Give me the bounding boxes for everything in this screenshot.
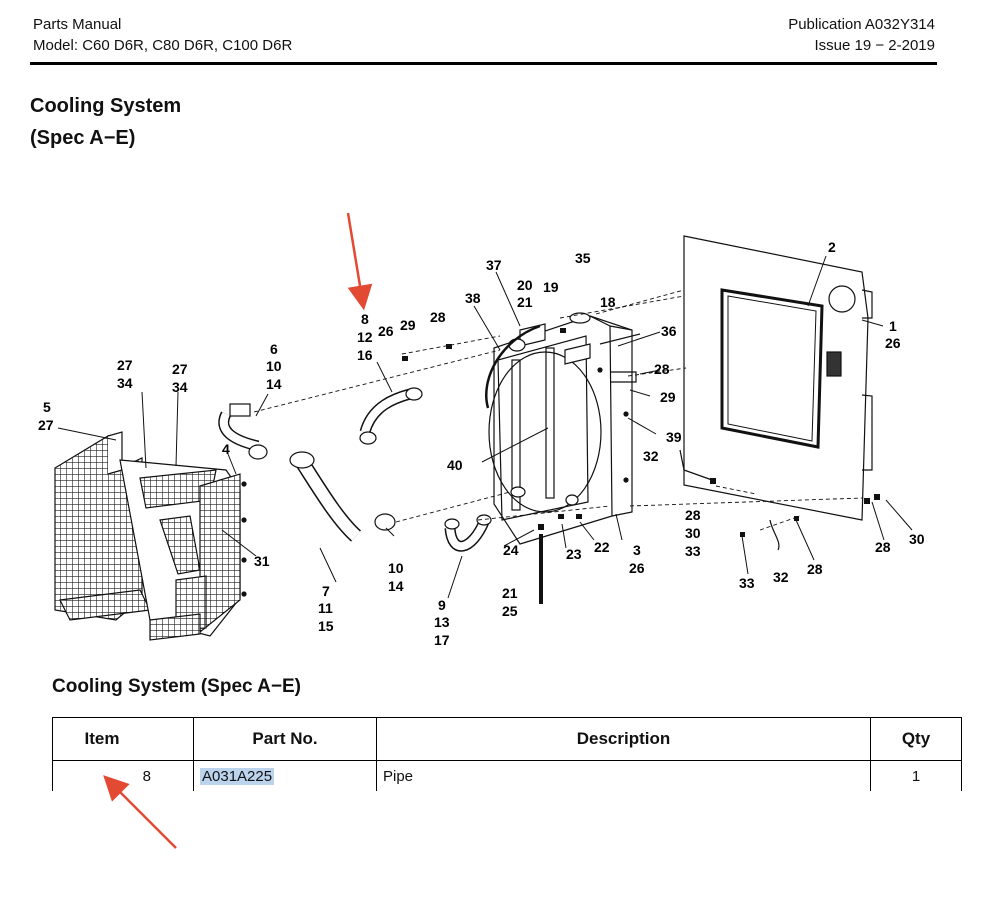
header-right: Publication A032Y314 Issue 19 − 2-2019 (788, 14, 935, 56)
hoses-and-pipes (218, 387, 780, 604)
callout-12: 12 (357, 329, 373, 345)
callout-29-b: 29 (660, 389, 676, 405)
callout-26-c: 26 (629, 560, 645, 576)
callout-27: 27 (117, 357, 133, 373)
callout-3: 3 (633, 542, 641, 558)
callout-9: 9 (438, 597, 446, 613)
callout-22: 22 (594, 539, 610, 555)
callout-27-b: 27 (172, 361, 188, 377)
callout-2: 2 (828, 239, 836, 255)
column-header-part-no: Part No. (193, 717, 377, 761)
callout-14-b: 14 (388, 578, 404, 594)
callout-15: 15 (318, 618, 334, 634)
callout-38: 38 (465, 290, 481, 306)
column-header-qty: Qty (870, 717, 962, 761)
page-title-line-1: Cooling System (30, 95, 182, 117)
callout-7: 7 (322, 583, 330, 599)
callout-28-c: 28 (685, 507, 701, 523)
callout-18: 18 (600, 294, 616, 310)
annotation-arrow-table (103, 775, 177, 849)
callout-36: 36 (661, 323, 677, 339)
table-header-row: Item Part No. Description Qty (52, 717, 962, 761)
column-header-description: Description (376, 717, 871, 761)
table-title: Cooling System (Spec A−E) (52, 676, 301, 697)
exploded-parts-diagram: 2 35 37 20 21 19 18 38 36 1 26 8 12 16 2… (38, 212, 925, 648)
publication-number: Publication A032Y314 (788, 16, 935, 33)
radiator-assembly (485, 312, 641, 545)
fasteners (402, 328, 880, 537)
callout-16: 16 (357, 347, 373, 363)
callout-19: 19 (543, 279, 559, 295)
callout-37: 37 (486, 257, 502, 273)
table-row: 8 A031A225 Pipe 1 (52, 760, 962, 791)
callout-25: 25 (502, 603, 518, 619)
issue-date: Issue 19 − 2-2019 (814, 37, 935, 54)
callout-11: 11 (318, 600, 333, 616)
callout-39: 39 (666, 429, 682, 445)
callout-5: 5 (43, 399, 51, 415)
callout-28-d: 28 (875, 539, 891, 555)
cell-qty: 1 (870, 760, 962, 791)
callout-17: 17 (434, 632, 450, 648)
callout-4: 4 (222, 441, 230, 457)
callout-24: 24 (503, 542, 519, 558)
left-shroud-guards (54, 431, 247, 641)
callout-35: 35 (575, 250, 591, 266)
callout-40: 40 (447, 457, 463, 473)
callout-28-e: 28 (807, 561, 823, 577)
callout-30-b: 30 (909, 531, 925, 547)
callout-labels: 2 35 37 20 21 19 18 38 36 1 26 8 12 16 2… (38, 239, 925, 648)
header-left: Parts Manual Model: C60 D6R, C80 D6R, C1… (33, 14, 292, 56)
callout-28: 28 (430, 309, 446, 325)
callout-21: 21 (517, 294, 533, 310)
callout-13: 13 (434, 614, 450, 630)
callout-21-b: 21 (502, 585, 518, 601)
callout-30: 30 (685, 525, 701, 541)
page-title-line-2: (Spec A−E) (30, 127, 136, 149)
annotation-arrow-diagram (346, 212, 373, 311)
callout-23: 23 (566, 546, 582, 562)
callout-31: 31 (254, 553, 270, 569)
callout-26: 26 (885, 335, 901, 351)
callout-6: 6 (270, 341, 278, 357)
callout-27-c: 27 (38, 417, 54, 433)
alignment-lines (253, 289, 863, 531)
callout-29: 29 (400, 317, 416, 333)
leader-lines (57, 255, 913, 599)
callout-14: 14 (266, 376, 282, 392)
manual-name: Parts Manual (33, 16, 122, 33)
column-header-item: Item (52, 717, 194, 761)
model-line: Model: C60 D6R, C80 D6R, C100 D6R (33, 37, 293, 54)
callout-34: 34 (117, 375, 133, 391)
callout-26-b: 26 (378, 323, 394, 339)
part-number-highlight[interactable]: A031A225 (200, 767, 275, 785)
callout-1: 1 (889, 318, 897, 334)
cell-part-no[interactable]: A031A225 (193, 760, 377, 791)
callout-32: 32 (643, 448, 659, 464)
callout-28-b: 28 (654, 361, 670, 377)
parts-table: Item Part No. Description Qty 8 A031A225… (52, 717, 962, 791)
callout-34-b: 34 (172, 379, 188, 395)
callout-8: 8 (361, 311, 369, 327)
callout-32-b: 32 (773, 569, 789, 585)
cell-description: Pipe (376, 760, 871, 791)
callout-20: 20 (517, 277, 533, 293)
cell-item: 8 (52, 760, 194, 791)
callout-10-b: 10 (388, 560, 404, 576)
callout-33: 33 (685, 543, 701, 559)
callout-33-b: 33 (739, 575, 755, 591)
header-divider (30, 62, 937, 65)
back-panel (683, 235, 873, 521)
page-title: Cooling System (Spec A−E) (30, 90, 181, 154)
callout-10: 10 (266, 358, 282, 374)
